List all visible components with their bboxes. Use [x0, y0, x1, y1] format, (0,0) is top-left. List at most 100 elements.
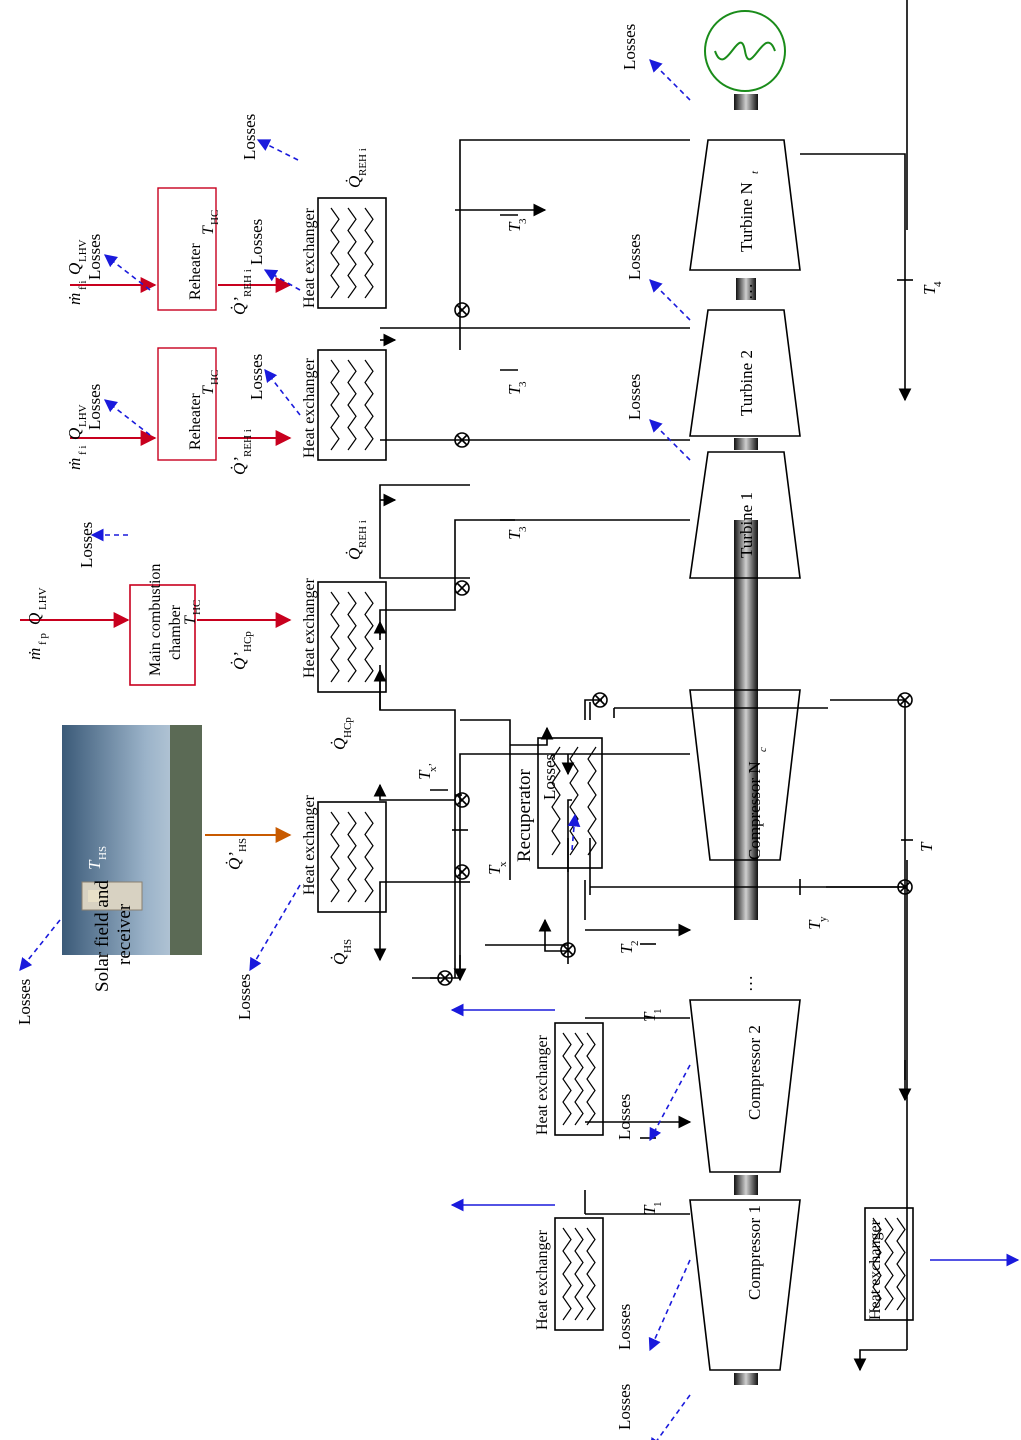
- svg-text:T: T: [200, 225, 217, 235]
- losses-label: Losses: [615, 1304, 634, 1350]
- svg-text:REH i: REH i: [357, 520, 369, 548]
- heat-exchanger-4: Heat exchanger: [301, 198, 386, 308]
- turbine-n-sub: t: [749, 170, 761, 174]
- q-hs-prime: Q̇’: [225, 852, 244, 870]
- temperature-labels: T T 1 T 1 T 2 T x T x’ T y T 3 T 3 T 3 T…: [415, 218, 944, 1215]
- svg-text:REH i: REH i: [242, 429, 254, 457]
- svg-text:Q: Q: [25, 613, 44, 625]
- losses-arrow: Losses: [615, 1065, 690, 1140]
- turbine-n-label: Turbine N: [737, 182, 756, 252]
- svg-text:3: 3: [517, 381, 529, 387]
- heat-exchanger-label: Heat exchanger: [534, 1229, 551, 1330]
- losses-label: Losses: [15, 979, 34, 1025]
- svg-text:Reheater: Reheater: [187, 242, 204, 300]
- compressor-1: Compressor 1: [690, 1200, 800, 1370]
- compressor-2-label: Compressor 2: [745, 1025, 764, 1120]
- svg-text:Q̇: Q̇: [330, 738, 349, 750]
- losses-label: Losses: [85, 384, 104, 430]
- svg-text:REH i: REH i: [357, 148, 369, 176]
- mixers: [438, 303, 912, 985]
- svg-text:2: 2: [629, 941, 641, 947]
- losses-label: Losses: [235, 974, 254, 1020]
- heat-exchanger-label: Heat exchanger: [301, 577, 318, 678]
- losses-label: Losses: [625, 234, 644, 280]
- heat-exchanger-6: Heat exchanger: [534, 1218, 603, 1330]
- compressor-2: Compressor 2: [690, 1000, 800, 1172]
- losses-arrow: Losses: [625, 374, 690, 460]
- solar-label-2: receiver: [114, 903, 135, 965]
- heat-exchanger-label: Heat exchanger: [301, 794, 318, 895]
- heat-exchanger-label: Heat exchanger: [301, 207, 318, 308]
- svg-text:REH i: REH i: [242, 269, 254, 297]
- turbine-n: Turbine N t: [690, 140, 800, 270]
- losses-arrow: Losses: [240, 114, 298, 160]
- svg-text:HS: HS: [97, 846, 109, 860]
- svg-text:ṁ: ṁ: [65, 293, 84, 305]
- svg-text:Q̇’: Q̇’: [230, 297, 249, 315]
- svg-text:1: 1: [652, 1202, 664, 1208]
- heat-exchanger-1: Heat exchanger: [301, 794, 386, 912]
- svg-text:LHV: LHV: [37, 587, 49, 610]
- svg-text:HS: HS: [237, 838, 249, 852]
- svg-text:HS: HS: [342, 939, 354, 953]
- mixer-symbol: [455, 865, 469, 879]
- compressor-dots: …: [737, 975, 756, 992]
- losses-label: Losses: [615, 1094, 634, 1140]
- svg-text:Q̇’: Q̇’: [230, 457, 249, 475]
- svg-text:f p: f p: [37, 633, 49, 645]
- losses-arrow: Losses: [620, 24, 690, 100]
- losses-label: Losses: [247, 219, 266, 265]
- mixer-symbol: [455, 581, 469, 595]
- svg-text:1: 1: [652, 1009, 664, 1015]
- svg-text:T: T: [85, 859, 104, 870]
- losses-arrow: Losses: [540, 754, 575, 850]
- losses-label: Losses: [77, 522, 96, 568]
- piping: [380, 0, 913, 1370]
- turbine-dots: …: [737, 283, 756, 300]
- losses-label: Losses: [615, 1384, 634, 1430]
- reheater-1: Reheater T HC: [158, 348, 221, 460]
- generator: [705, 11, 785, 91]
- svg-text:T: T: [182, 615, 199, 625]
- svg-text:T: T: [200, 385, 217, 395]
- svg-text:ṁ: ṁ: [65, 458, 84, 470]
- svg-text:Q: Q: [65, 263, 84, 275]
- svg-text:y: y: [817, 916, 829, 922]
- losses-arrow: Losses: [247, 354, 300, 415]
- turbine-2: Turbine 2: [690, 310, 800, 436]
- losses-label: Losses: [247, 354, 266, 400]
- heat-exchanger-5: Heat exchanger: [534, 1023, 603, 1135]
- losses-label: Losses: [625, 374, 644, 420]
- svg-text:HCp: HCp: [242, 631, 254, 652]
- svg-text:chamber: chamber: [167, 604, 184, 660]
- losses-arrow: Losses: [615, 1260, 690, 1350]
- solar-label-1: Solar field and: [92, 880, 113, 992]
- losses-label: Losses: [240, 114, 259, 160]
- heat-exchanger-3: Heat exchanger: [301, 350, 386, 460]
- svg-text:x’: x’: [427, 763, 439, 772]
- compressor-n-label: Compressor N: [745, 761, 764, 860]
- m-fp: ṁ: [25, 648, 44, 660]
- losses-arrow: Losses: [77, 522, 128, 568]
- svg-text:f i: f i: [77, 446, 89, 455]
- svg-text:HC: HC: [209, 370, 221, 385]
- heat-exchanger-label: Heat exchanger: [867, 1219, 884, 1320]
- svg-text:3: 3: [517, 526, 529, 532]
- compressor-n-sub: c: [757, 747, 769, 752]
- recuperator-label: Recuperator: [514, 768, 535, 862]
- turbine-2-label: Turbine 2: [737, 350, 756, 416]
- reheater-2: Reheater T HC: [158, 188, 221, 310]
- svg-text:x: x: [497, 861, 509, 867]
- losses-arrow: Losses: [85, 234, 150, 290]
- svg-text:Main combustion: Main combustion: [147, 564, 164, 676]
- svg-text:Q: Q: [65, 428, 84, 440]
- svg-text:Q̇: Q̇: [345, 176, 364, 188]
- losses-arrow: Losses: [235, 885, 300, 1020]
- q-hs: Q̇: [330, 953, 349, 965]
- temp-t-bottom: T: [917, 841, 936, 852]
- losses-label: Losses: [85, 234, 104, 280]
